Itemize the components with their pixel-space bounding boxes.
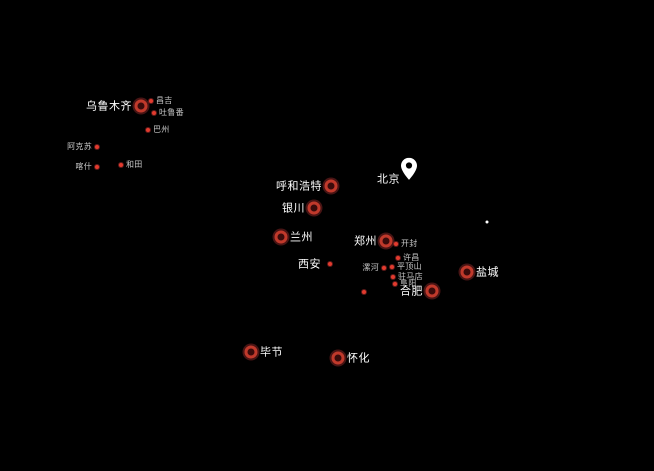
map-marker[interactable] bbox=[425, 284, 439, 298]
map-marker[interactable] bbox=[362, 290, 366, 294]
city-label: 吐鲁番 bbox=[159, 108, 184, 117]
city-label: 阜阳 bbox=[400, 279, 417, 288]
city-label: 巴州 bbox=[153, 125, 170, 134]
map-marker[interactable] bbox=[146, 128, 150, 132]
city-label: 漯河 bbox=[362, 263, 379, 272]
map-marker[interactable] bbox=[95, 145, 99, 149]
city-label: 开封 bbox=[401, 239, 418, 248]
city-label: 乌鲁木齐 bbox=[86, 99, 132, 113]
city-label: 喀什 bbox=[75, 162, 92, 171]
city-label: 毕节 bbox=[260, 345, 283, 359]
map-marker[interactable] bbox=[393, 282, 397, 286]
white-dot bbox=[485, 220, 489, 224]
map-marker[interactable] bbox=[274, 230, 288, 244]
map-marker[interactable] bbox=[394, 242, 398, 246]
map-marker[interactable] bbox=[324, 179, 338, 193]
city-label: 盐城 bbox=[476, 265, 499, 279]
map-marker[interactable] bbox=[379, 234, 393, 248]
city-label: 银川 bbox=[282, 201, 305, 215]
city-label: 许昌 bbox=[403, 253, 420, 262]
map-marker[interactable] bbox=[460, 265, 474, 279]
map-marker[interactable] bbox=[95, 165, 99, 169]
map-marker[interactable] bbox=[331, 351, 345, 365]
city-label: 昌吉 bbox=[156, 96, 173, 105]
city-label: 平顶山 bbox=[397, 262, 422, 271]
map-marker[interactable] bbox=[307, 201, 321, 215]
location-pin-icon[interactable] bbox=[401, 157, 417, 180]
city-label: 怀化 bbox=[347, 351, 370, 365]
city-label: 驻马店 bbox=[398, 272, 423, 281]
map-marker[interactable] bbox=[328, 262, 332, 266]
city-label: 合肥 bbox=[400, 284, 423, 298]
map-marker[interactable] bbox=[134, 99, 148, 113]
map-marker[interactable] bbox=[152, 111, 156, 115]
city-label: 兰州 bbox=[290, 230, 313, 244]
city-label: 郑州 bbox=[354, 234, 377, 248]
map-marker[interactable] bbox=[390, 265, 394, 269]
map-marker[interactable] bbox=[396, 256, 400, 260]
map-marker[interactable] bbox=[244, 345, 258, 359]
city-label: 呼和浩特 bbox=[276, 179, 322, 193]
city-label: 阿克苏 bbox=[67, 142, 92, 151]
city-label: 西安 bbox=[298, 257, 321, 271]
map-marker[interactable] bbox=[382, 266, 386, 270]
map-marker[interactable] bbox=[119, 163, 123, 167]
city-label: 和田 bbox=[126, 160, 143, 169]
city-label: 北京 bbox=[377, 172, 400, 186]
map-marker[interactable] bbox=[149, 99, 153, 103]
map-marker[interactable] bbox=[391, 275, 395, 279]
